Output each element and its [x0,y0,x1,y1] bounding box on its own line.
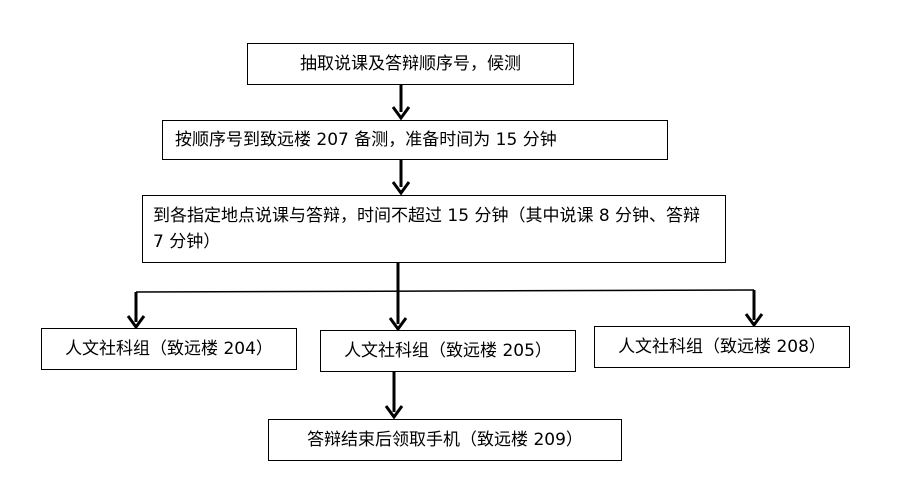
group-box-205: 人文社科组（致远楼 205） [320,330,576,372]
step-prep-box: 按顺序号到致远楼 207 备测，准备时间为 15 分钟 [162,120,668,160]
group-box-208: 人文社科组（致远楼 208） [594,326,850,368]
arrow-step2-to-step3 [391,160,411,196]
branch-lines [126,263,764,332]
arrow-group205-to-final [384,372,404,420]
step-draw-order-box: 抽取说课及答辩顺序号，候测 [247,43,574,85]
final-step-text: 答辩结束后领取手机（致远楼 209） [307,430,583,450]
step-lecture-defense-text: 到各指定地点说课与答辩，时间不超过 15 分钟（其中说课 8 分钟、答辩 7 分… [153,206,701,252]
group-label-208: 人文社科组（致远楼 208） [618,337,826,357]
group-box-204: 人文社科组（致远楼 204） [41,328,297,370]
step-prep-text: 按顺序号到致远楼 207 备测，准备时间为 15 分钟 [175,130,557,150]
step-draw-order-text: 抽取说课及答辩顺序号，候测 [300,54,521,74]
group-label-204: 人文社科组（致远楼 204） [65,339,273,359]
arrow-step1-to-step2 [391,85,411,121]
step-lecture-defense-box: 到各指定地点说课与答辩，时间不超过 15 分钟（其中说课 8 分钟、答辩 7 分… [142,195,726,263]
group-label-205: 人文社科组（致远楼 205） [344,341,552,361]
final-step-box: 答辩结束后领取手机（致远楼 209） [268,419,622,461]
